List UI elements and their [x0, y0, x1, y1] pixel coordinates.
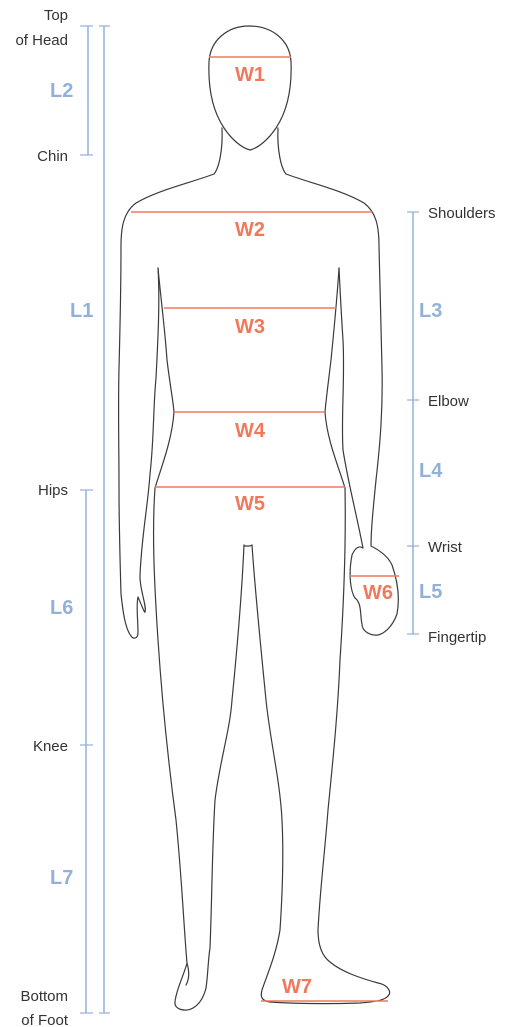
label-hips: Hips [38, 482, 68, 499]
label-fingertip: Fingertip [428, 629, 486, 646]
label-l1: L1 [70, 300, 93, 322]
crotch-outline [244, 545, 252, 546]
label-l5: L5 [419, 581, 442, 603]
label-chin: Chin [37, 148, 68, 165]
label-w6: W6 [363, 582, 393, 604]
left-leg-outer [154, 488, 206, 1010]
label-w1: W1 [235, 64, 265, 86]
torso-right-outline [325, 268, 345, 488]
body-figure [119, 26, 399, 1010]
label-elbow: Elbow [428, 393, 469, 410]
neck-right [278, 128, 286, 174]
label-w3: W3 [235, 316, 265, 338]
label-w4: W4 [235, 420, 266, 442]
label-bottom-of-foot-2: of Foot [21, 1012, 69, 1027]
label-shoulders: Shoulders [428, 205, 496, 222]
right-leg-inner [252, 545, 388, 1004]
head-outline [209, 26, 291, 150]
label-bottom-of-foot-1: Bottom [20, 988, 68, 1005]
width-code-labels: W1 W2 W3 W4 W5 W6 W7 [235, 64, 393, 998]
left-leg-inner [206, 545, 244, 988]
landmark-labels: Top of Head Chin Hips Knee Bottom of Foo… [15, 7, 495, 1027]
left-side-outline [119, 174, 214, 638]
label-top-of-head-1: Top [44, 7, 68, 24]
label-top-of-head-2: of Head [15, 32, 68, 49]
label-knee: Knee [33, 738, 68, 755]
label-wrist: Wrist [428, 539, 463, 556]
length-guides-right [407, 212, 419, 634]
label-w7: W7 [282, 976, 312, 998]
label-l7: L7 [50, 867, 73, 889]
label-l6: L6 [50, 597, 73, 619]
label-l2: L2 [50, 80, 73, 102]
torso-left-outline [155, 268, 174, 488]
length-guides-left [80, 26, 110, 1013]
label-w5: W5 [235, 493, 265, 515]
label-l3: L3 [419, 300, 442, 322]
right-side-outline [286, 174, 398, 635]
neck-left [214, 128, 222, 174]
label-w2: W2 [235, 219, 265, 241]
label-l4: L4 [419, 460, 443, 482]
right-foot-outline [318, 488, 390, 996]
length-code-labels: L1 L2 L3 L4 L5 L6 L7 [50, 80, 443, 889]
